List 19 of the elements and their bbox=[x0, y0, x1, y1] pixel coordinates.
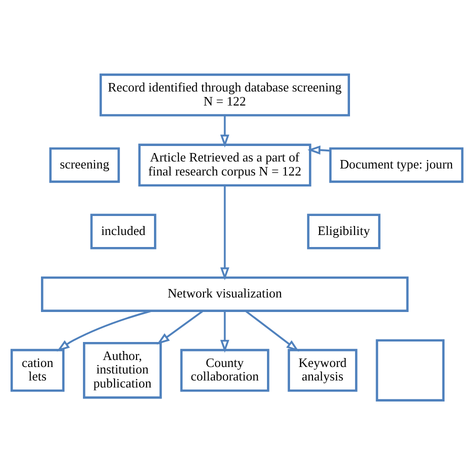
arrow bbox=[56, 310, 152, 351]
node-box: Article Retrieved as a part of final research corpus N = 122 bbox=[138, 143, 312, 186]
arrow bbox=[220, 310, 230, 352]
node-box bbox=[376, 338, 445, 401]
node-box: Eligibility bbox=[307, 213, 380, 249]
node-box: Network visualization bbox=[40, 276, 409, 312]
node-box: cation lets bbox=[10, 348, 64, 392]
node-box: screening bbox=[49, 146, 120, 182]
arrow bbox=[244, 310, 300, 352]
node-box: Keyword analysis bbox=[288, 348, 358, 392]
node-box: Document type: journ bbox=[329, 146, 464, 182]
node-box: County collaboration bbox=[180, 348, 270, 392]
arrow bbox=[220, 114, 230, 148]
node-box: Record identified through database screening N = 122 bbox=[100, 73, 350, 116]
arrow bbox=[156, 310, 204, 344]
arrow bbox=[307, 145, 330, 154]
arrow bbox=[220, 185, 230, 280]
node-box: Author, institution publication bbox=[82, 341, 162, 398]
node-box: included bbox=[90, 213, 156, 249]
